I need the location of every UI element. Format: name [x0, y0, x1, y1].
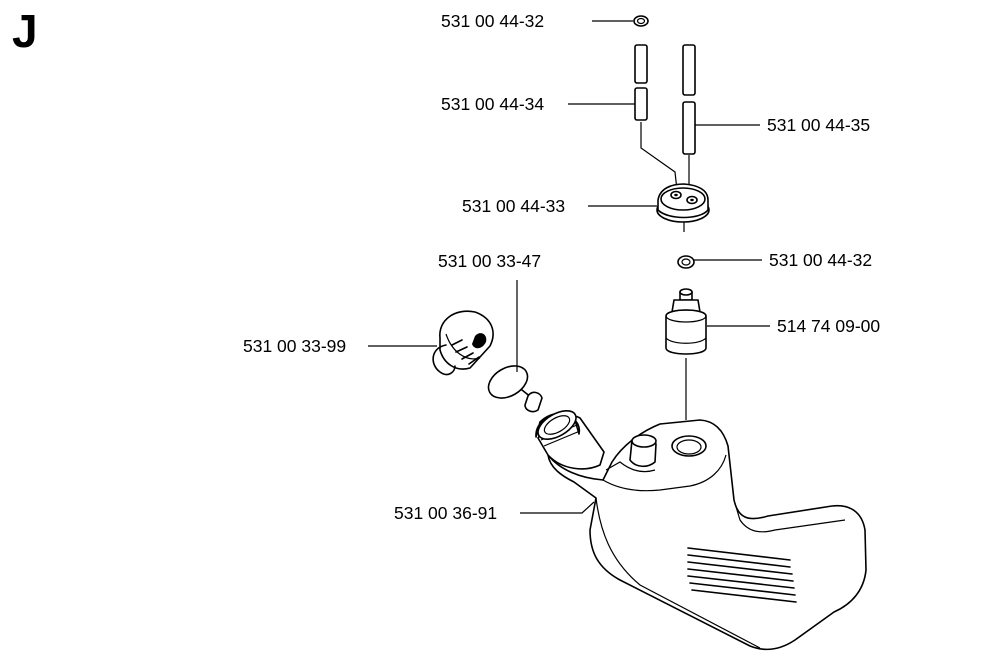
seal-top[interactable]: [633, 15, 649, 27]
part-labels: 531 00 44-32 531 00 44-34 531 00 44-35 5…: [243, 11, 880, 523]
part-label-gasket[interactable]: 531 00 33-47: [438, 251, 541, 271]
leader-lines: [368, 20, 770, 514]
fuel-cap[interactable]: [432, 310, 494, 376]
part-label-hose-left[interactable]: 531 00 44-34: [441, 94, 544, 114]
part-label-hose-right[interactable]: 531 00 44-35: [767, 115, 870, 135]
part-label-grommet[interactable]: 531 00 44-33: [462, 196, 565, 216]
tank-ribs: [687, 547, 797, 603]
fuel-tank[interactable]: [533, 405, 867, 651]
fuel-filter[interactable]: [665, 288, 707, 420]
hose-left[interactable]: [634, 44, 678, 191]
part-label-seal-lower[interactable]: 531 00 44-32: [769, 250, 872, 270]
part-label-seal-top[interactable]: 531 00 44-32: [441, 11, 544, 31]
grommet[interactable]: [656, 183, 710, 232]
part-label-filter[interactable]: 514 74 09-00: [777, 316, 880, 336]
cap-gasket[interactable]: [483, 359, 543, 413]
part-label-fuel-cap[interactable]: 531 00 33-99: [243, 336, 346, 356]
part-label-fuel-tank[interactable]: 531 00 36-91: [394, 503, 497, 523]
seal-lower[interactable]: [677, 255, 695, 269]
hose-right[interactable]: [682, 44, 696, 190]
section-letter: J: [12, 5, 38, 57]
